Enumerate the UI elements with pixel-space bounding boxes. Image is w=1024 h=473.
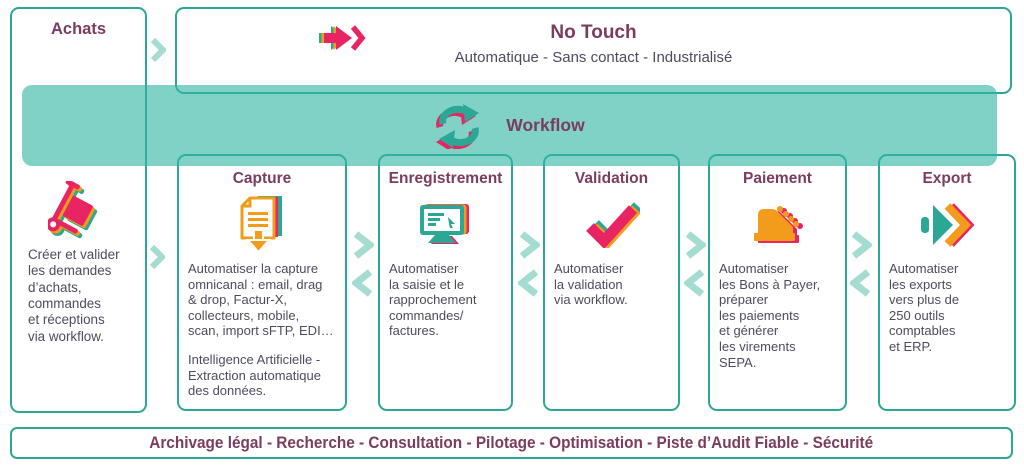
checkmark-icon <box>545 193 678 257</box>
chevron-right-icon <box>149 244 167 270</box>
stage-title: Capture <box>232 170 292 187</box>
stage-card-paiement: Paiement Automatiser les Bons à Payer, p… <box>708 154 847 411</box>
chevron-left-icon <box>848 269 872 297</box>
chevron-left-icon <box>682 269 706 297</box>
achats-card: Achats <box>10 7 147 413</box>
stage-title: Enregistrement <box>388 170 503 187</box>
document-download-icon <box>179 193 345 257</box>
hand-truck-icon <box>12 181 145 239</box>
no-touch-title: No Touch <box>550 22 637 43</box>
computer-monitor-icon <box>380 193 511 257</box>
stage-description: Automatiser la saisie et le rapprochemen… <box>389 261 477 339</box>
chevron-left-icon <box>516 269 540 297</box>
chevron-right-icon <box>684 231 708 259</box>
fast-forward-arrow-icon <box>317 23 367 58</box>
stage-card-enregistrement: Enregistrement Automatiser la saisie et … <box>378 154 513 411</box>
stage-description: Automatiser les Bons à Payer, préparer l… <box>719 261 821 370</box>
stage-description: Automatiser la capture omnicanal : email… <box>188 261 334 339</box>
chevron-right-icon <box>850 231 874 259</box>
stage-title: Paiement <box>743 170 812 187</box>
sync-cycle-icon <box>434 103 484 151</box>
export-arrow-icon <box>880 193 1014 257</box>
stage-description: Automatiser la validation via workflow. <box>554 261 628 308</box>
stage-title: Validation <box>574 170 649 187</box>
workflow-band: Workflow <box>22 85 997 166</box>
stage-card-export: Export Automatiser les exports vers plus… <box>878 154 1016 411</box>
chevron-left-icon <box>350 269 374 297</box>
no-touch-card: No Touch Automatique - Sans contact - In… <box>175 7 1012 94</box>
chevron-right-icon <box>518 231 542 259</box>
stage-card-capture: Capture Automatiser la capture omnicanal… <box>177 154 347 411</box>
achats-title: Achats <box>50 20 107 38</box>
chevron-right-icon <box>352 231 376 259</box>
no-touch-subtitle: Automatique - Sans contact - Industriali… <box>454 49 733 66</box>
workflow-label: Workflow <box>506 115 585 135</box>
achats-description: Créer et valider les demandes d’achats, … <box>28 247 120 344</box>
stage-description: Automatiser les exports vers plus de 250… <box>889 261 960 354</box>
footer-bar: Archivage légal - Recherche - Consultati… <box>10 427 1013 459</box>
stage-description-2: Intelligence Artificielle - Extraction a… <box>188 351 321 399</box>
footer-label: Archivage légal - Recherche - Consultati… <box>149 433 874 452</box>
cash-register-icon <box>710 193 845 257</box>
stage-card-validation: Validation Automatiser la validation via… <box>543 154 680 411</box>
stage-title: Export <box>922 170 972 187</box>
chevron-right-icon <box>150 37 168 63</box>
